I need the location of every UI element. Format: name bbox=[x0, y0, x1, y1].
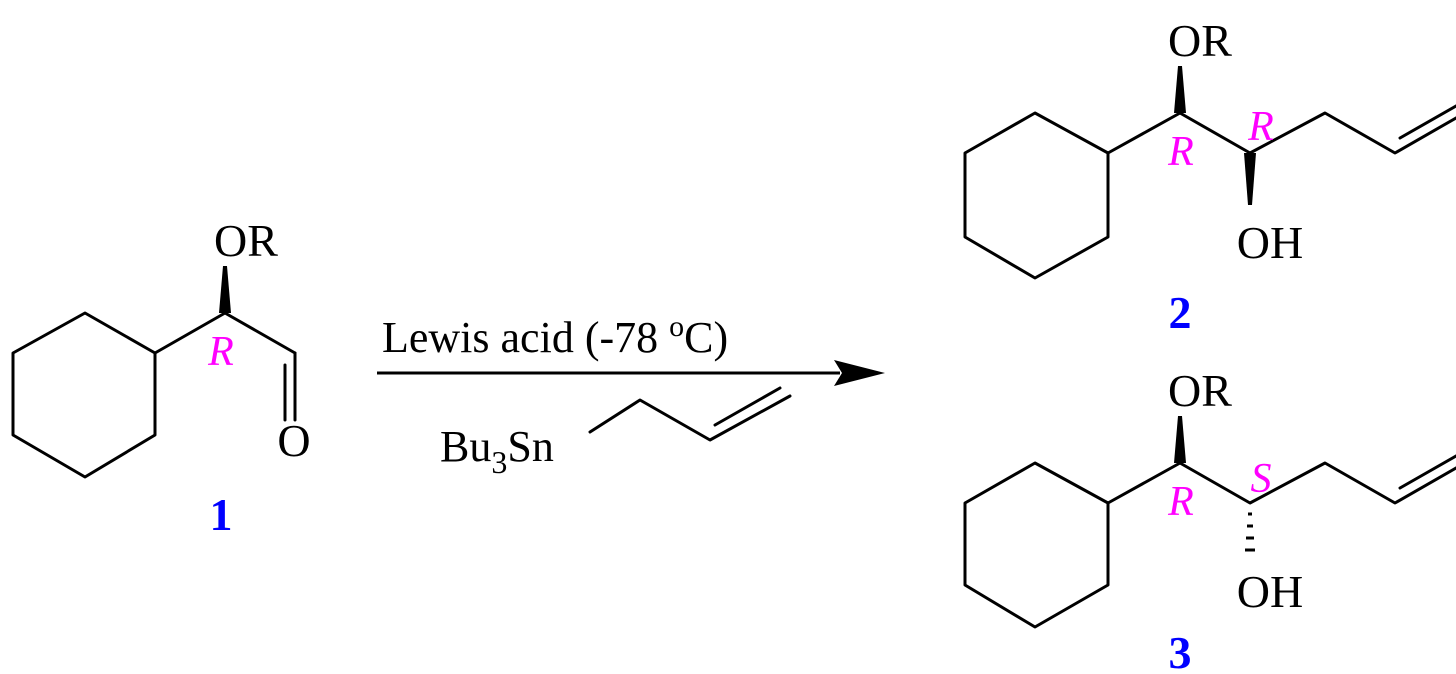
wedge-bond-c1-or-3 bbox=[1174, 416, 1186, 463]
compound-1-stereo-r: R bbox=[207, 329, 234, 375]
cyclohexane-ring-1 bbox=[11, 311, 157, 479]
bond-c1-to-cho bbox=[223, 311, 297, 355]
bond-ring-to-c1-2 bbox=[1106, 111, 1182, 155]
compound-2-stereo-r1: R bbox=[1167, 129, 1194, 175]
compound-1-carbonyl-o: O bbox=[277, 415, 310, 466]
terminal-double-bond-3 bbox=[1398, 454, 1456, 490]
reagent-bu: Bu bbox=[440, 422, 491, 471]
condition-prefix: Lewis acid (-78 bbox=[382, 313, 669, 362]
condition-degree: o bbox=[669, 310, 684, 343]
bond-ring-to-c1 bbox=[153, 311, 227, 355]
compound-1-structure: OR R O 1 bbox=[11, 215, 311, 540]
cyclohexane-ring-2 bbox=[963, 111, 1110, 280]
compound-2-number: 2 bbox=[1169, 287, 1192, 338]
compound-2-or-label: OR bbox=[1168, 15, 1232, 66]
reagent-sn: Sn bbox=[507, 422, 553, 471]
carbon-chain-2 bbox=[1178, 111, 1456, 155]
compound-3-oh-label: OH bbox=[1237, 566, 1303, 617]
compound-2-oh-label: OH bbox=[1237, 217, 1303, 268]
terminal-double-bond-2 bbox=[1398, 104, 1456, 140]
compound-1-or-label: OR bbox=[214, 215, 278, 266]
carbon-chain-3 bbox=[1178, 461, 1456, 505]
compound-3-or-label: OR bbox=[1168, 365, 1232, 416]
allyl-chain bbox=[588, 394, 792, 442]
allyl-double-bond-inner bbox=[713, 386, 782, 427]
condition-text: Lewis acid (-78 oC) bbox=[382, 310, 728, 362]
wedge-bond-c1-or bbox=[219, 266, 231, 313]
compound-1-number: 1 bbox=[210, 489, 233, 540]
reaction-conditions: Lewis acid (-78 oC) Bu3Sn bbox=[377, 310, 885, 480]
reagent-label: Bu3Sn bbox=[440, 422, 554, 480]
compound-3-structure: OR R S OH 3 bbox=[963, 365, 1456, 674]
compound-2-structure: OR R R OH 2 bbox=[963, 15, 1456, 338]
compound-3-stereo-s: S bbox=[1251, 456, 1272, 502]
compound-3-number: 3 bbox=[1169, 627, 1192, 674]
condition-suffix: C) bbox=[684, 313, 728, 362]
bond-ring-to-c1-3 bbox=[1106, 461, 1182, 505]
reaction-arrow-head bbox=[834, 360, 885, 386]
wedge-bond-c2-oh-2 bbox=[1244, 153, 1256, 205]
cyclohexane-ring-3 bbox=[963, 461, 1110, 629]
reagent-subscript: 3 bbox=[491, 444, 507, 480]
wedge-bond-c1-or-2 bbox=[1174, 66, 1186, 113]
compound-2-stereo-r2: R bbox=[1247, 104, 1274, 150]
compound-3-stereo-r: R bbox=[1167, 479, 1194, 525]
hashed-bond-c2-oh-3 bbox=[1245, 512, 1255, 552]
